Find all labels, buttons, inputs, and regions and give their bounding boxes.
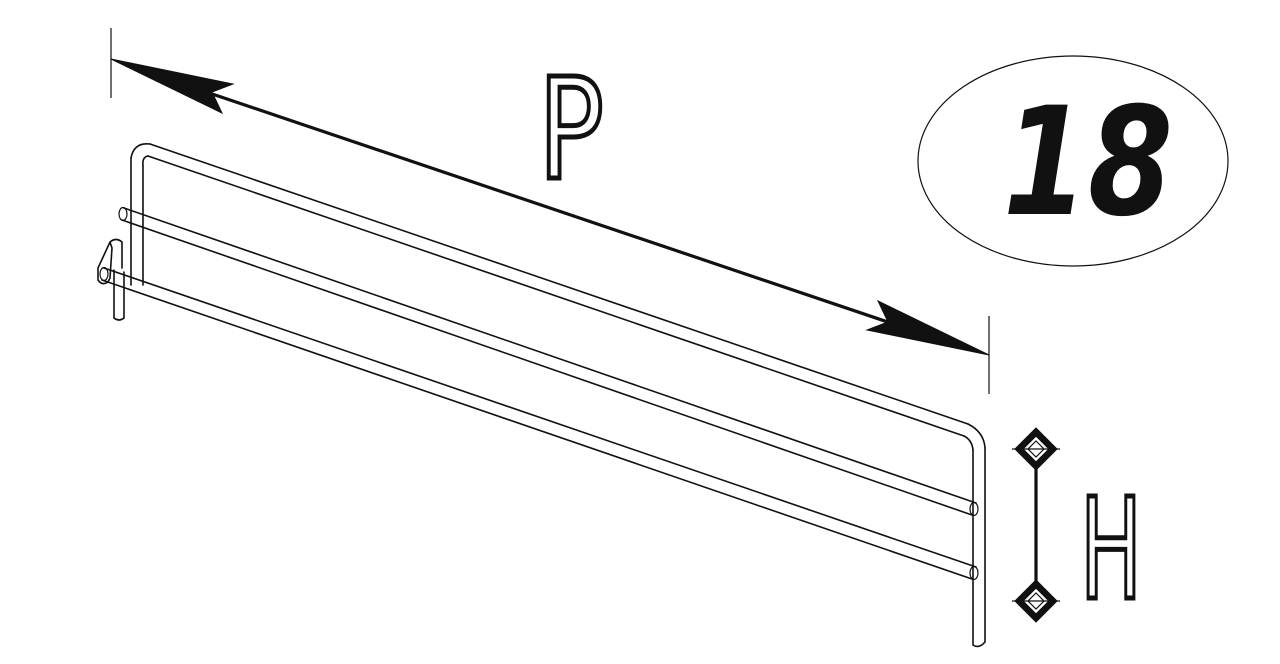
dimension-label-p: P [538, 49, 604, 212]
top-left-bend [130, 142, 151, 167]
length-dimension: P [110, 28, 990, 394]
top-rail [147, 143, 969, 437]
arrowhead-left [110, 58, 235, 115]
top-right-bend [963, 423, 986, 451]
right-post [972, 447, 986, 648]
bottom-rail [101, 267, 977, 580]
badge-ellipse [917, 55, 1229, 267]
height-marker-top [1012, 427, 1060, 471]
part-number: 18 [1003, 76, 1173, 250]
middle-rail [121, 207, 977, 516]
middle-rail-right-cap [969, 501, 979, 517]
height-marker-bottom [1012, 579, 1060, 623]
left-hook-cap [99, 266, 109, 282]
shelf-rail [97, 142, 986, 648]
dimension-line-p [148, 71, 952, 345]
arrowhead-right [865, 299, 990, 356]
left-post [130, 157, 144, 286]
height-dimension: H [1012, 427, 1145, 635]
dimension-label-h: H [1080, 469, 1142, 632]
middle-rail-left-cap [118, 206, 128, 222]
bottom-rail-right-cap [969, 565, 979, 581]
part-number-badge: 18 [917, 55, 1229, 267]
left-hook [97, 238, 125, 321]
